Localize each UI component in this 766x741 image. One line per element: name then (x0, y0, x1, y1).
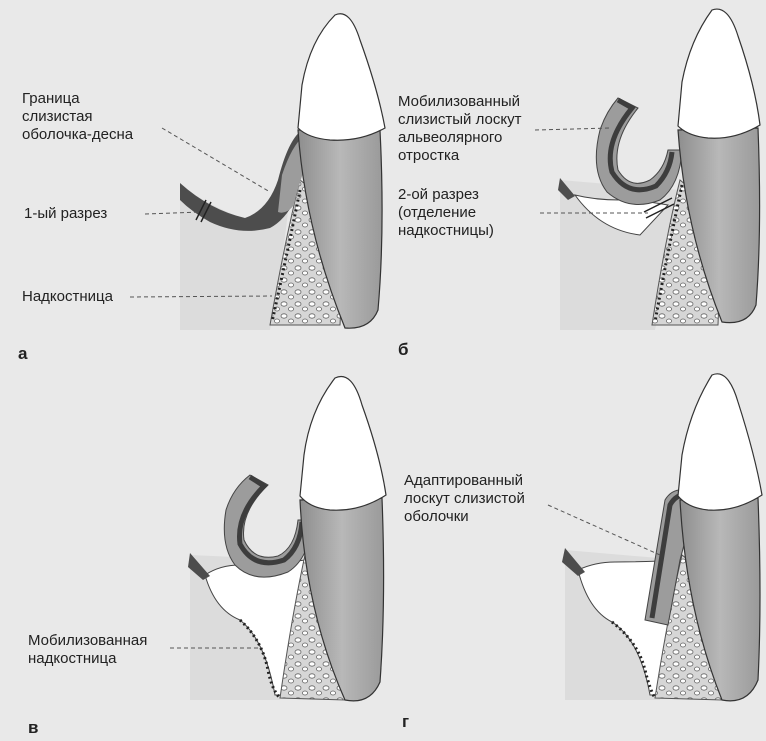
panel-a (129, 13, 386, 330)
label-first-incision: 1-ый разрез (24, 205, 108, 222)
panel-letter-g: г (402, 712, 410, 731)
gingiva (180, 130, 310, 231)
panel-letter-a: а (18, 344, 28, 363)
label-mucogingival-border: Граница слизистая оболочка-десна (22, 90, 134, 143)
label-mobilized-flap: Мобилизованный слизистый лоскут альвеоля… (398, 93, 522, 164)
label-periosteum: Надкостница (22, 288, 113, 305)
panel-v (170, 376, 387, 702)
panel-letter-b: б (398, 340, 409, 359)
incision-1-mark (195, 199, 212, 223)
mobilized-periosteum-line (238, 618, 282, 700)
panel-b (534, 8, 761, 330)
tooth-root (297, 129, 383, 329)
panel-g (547, 373, 763, 702)
incision-2-mark (643, 197, 675, 219)
label-second-incision: 2-ой разрез (отделение надкостницы) (398, 186, 494, 239)
tooth-crown (299, 376, 387, 511)
tooth-crown (677, 8, 761, 139)
tooth-crown (297, 13, 386, 141)
tooth-root (679, 497, 761, 702)
label-mobilized-periosteum: Мобилизованная надкостница (28, 632, 148, 667)
periosteum-line (653, 184, 684, 323)
tooth-root (299, 497, 385, 702)
label-adapted-flap: Адаптированный лоскут слизистой оболочки (404, 472, 525, 525)
tooth-crown (677, 373, 763, 511)
panel-letter-v: в (28, 718, 39, 737)
tooth-root (677, 127, 761, 324)
